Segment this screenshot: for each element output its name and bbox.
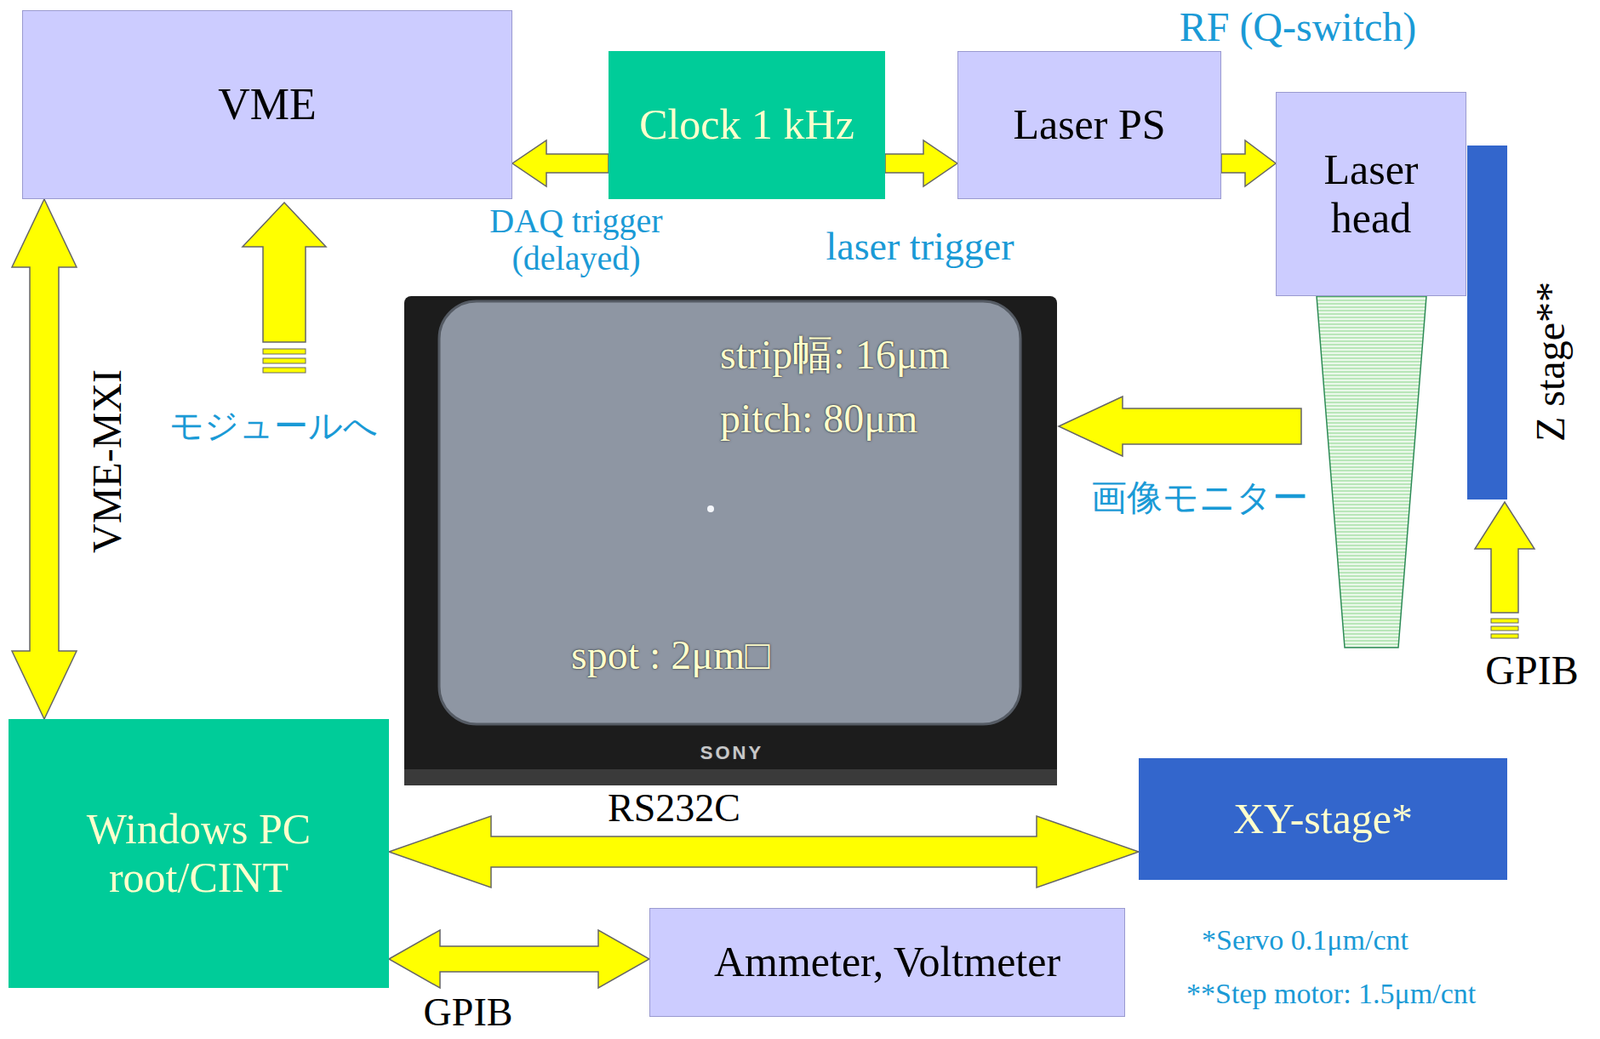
arrow-stripe <box>1491 626 1519 631</box>
footnote: **Step motor: 1.5μm/cnt <box>1182 977 1480 1010</box>
arrow-shape <box>1474 502 1535 613</box>
connector-label: RF (Q-switch) <box>1176 5 1421 51</box>
laser-beam-cone <box>1316 296 1427 648</box>
node-label: Windows PC root/CINT <box>54 805 344 903</box>
gpib-stub-arrow <box>1474 502 1535 639</box>
node-label: VME <box>217 79 317 131</box>
arrow-stripe <box>262 348 306 355</box>
pitch-note: pitch: 80μm <box>720 394 918 442</box>
monitor-note: 画像モニター <box>1087 478 1312 518</box>
module-note: モジュールへ <box>165 407 382 446</box>
xy-stage-box: XY-stage* <box>1138 758 1508 880</box>
node-label: Clock 1 kHz <box>639 100 855 150</box>
vme-crate-box: VME <box>22 10 513 200</box>
connector-label: RS232C <box>604 787 744 831</box>
arrow-stripe <box>1491 634 1519 639</box>
node-label: XY-stage* <box>1233 794 1413 845</box>
block-arrow <box>1221 140 1276 187</box>
meter-box: Ammeter, Voltmeter <box>649 908 1126 1018</box>
spot-size-note: spot : 2μm□ <box>571 631 770 679</box>
node-label: Laser head <box>1290 145 1452 244</box>
control-strip <box>404 769 1058 786</box>
connector-label: GPIB <box>420 991 517 1035</box>
crt-screen <box>439 301 1021 725</box>
block-arrow <box>388 930 650 989</box>
strip-width-note: strip幅: 16μm <box>720 331 950 378</box>
block-arrow <box>388 816 1139 888</box>
arrow-stripe <box>1491 618 1519 623</box>
monitor-image: strip幅: 16μm pitch: 80μm spot : 2μm□ SONY <box>404 296 1058 786</box>
connector-label: DAQ trigger (delayed) <box>452 202 700 278</box>
node-label: Ammeter, Voltmeter <box>714 937 1061 988</box>
block-arrow <box>885 140 958 187</box>
connector-label: laser trigger <box>822 225 1018 269</box>
bus-name: GPIB <box>1481 648 1582 694</box>
node-label: Z stage** <box>1526 281 1574 442</box>
connector-label: VME-MXI <box>85 365 131 557</box>
clock-box: Clock 1 kHz <box>608 51 886 200</box>
laser-power-supply-box: Laser PS <box>957 51 1222 200</box>
arrow-stripe <box>262 367 306 373</box>
brand-logo: SONY <box>700 742 764 764</box>
arrow-stripe <box>262 358 306 364</box>
z-stage-bar: Z stage** <box>1467 145 1508 500</box>
arrow-shape <box>242 202 326 343</box>
laser-spot <box>707 505 715 513</box>
footnote: *Servo 0.1μm/cnt <box>1198 924 1412 956</box>
block-arrow <box>11 199 77 720</box>
laser-head-box: Laser head <box>1275 91 1467 297</box>
module-stub-arrow <box>242 202 326 373</box>
monitor-feed-arrow <box>1058 396 1302 457</box>
node-label: Laser PS <box>1012 100 1166 150</box>
block-arrow <box>512 140 609 187</box>
pc-box: Windows PC root/CINT <box>8 719 389 989</box>
